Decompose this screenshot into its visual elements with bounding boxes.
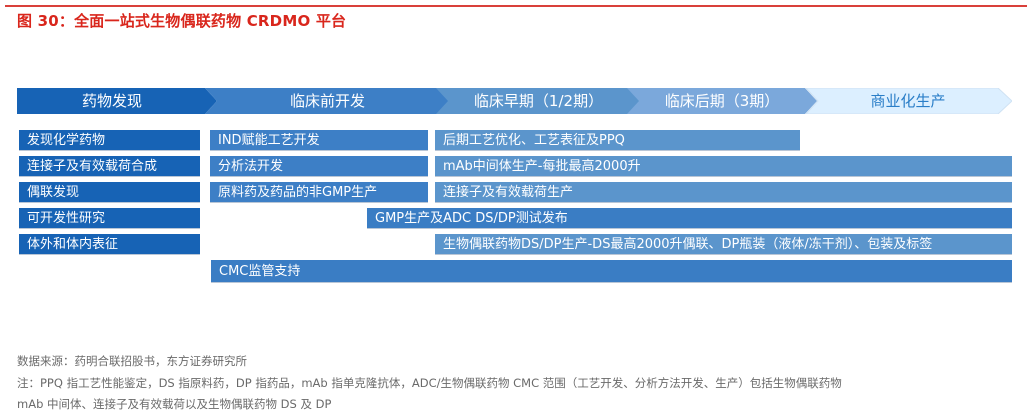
gmp-release-bar: GMP生产及ADC DS/DP测试发布 <box>367 208 1012 229</box>
chevron-shape-icon <box>806 88 1012 114</box>
discovery-item: 可开发性研究 <box>19 208 200 229</box>
preclinical-item: 原料药及药品的非GMP生产 <box>210 182 428 203</box>
clinical-item: mAb中间体生产-每批最高2000升 <box>435 156 1012 177</box>
stage-label: 药物发现 <box>81 92 142 110</box>
clinical-item: 连接子及有效载荷生产 <box>435 182 1012 203</box>
bioconjugate-production-bar: 生物偶联药物DS/DP生产-DS最高2000升偶联、DP瓶装（液体/冻干剂）、包… <box>435 234 1012 255</box>
discovery-item: 体外和体内表征 <box>19 234 200 255</box>
chevron-shape-icon <box>627 88 817 114</box>
preclinical-item: 分析法开发 <box>210 156 428 177</box>
discovery-item: 连接子及有效载荷合成 <box>19 156 200 177</box>
note-line-2: mAb 中间体、连接子及有效载荷以及生物偶联药物 DS 及 DP <box>17 397 332 411</box>
chevron-shape-icon <box>205 88 450 114</box>
figure-title: 图 30：全面一站式生物偶联药物 CRDMO 平台 <box>17 12 347 30</box>
discovery-item: 偶联发现 <box>19 182 200 203</box>
stage-label: 商业化生产 <box>870 92 946 110</box>
stage-preclinical: 临床前开发 <box>205 88 450 114</box>
stage-label: 临床后期（3期） <box>664 92 780 110</box>
preclinical-item: IND赋能工艺开发 <box>210 130 428 151</box>
stage-late-clinical: 临床后期（3期） <box>627 88 817 114</box>
clinical-item: 后期工艺优化、工艺表征及PPQ <box>435 130 800 151</box>
chevron-shape-icon <box>17 88 217 114</box>
stage-commercial: 商业化生产 <box>806 88 1012 114</box>
chevron-shape-icon <box>436 88 641 114</box>
stage-label: 临床早期（1/2期） <box>473 92 604 110</box>
stage-label: 临床前开发 <box>289 92 365 110</box>
top-divider <box>5 5 1027 7</box>
stage-early-clinical: 临床早期（1/2期） <box>436 88 641 114</box>
data-source: 数据来源：药明合联招股书，东方证券研究所 <box>17 354 247 368</box>
discovery-item: 发现化学药物 <box>19 130 200 151</box>
cmc-support-bar: CMC监管支持 <box>211 260 1012 283</box>
stage-drug-discovery: 药物发现 <box>17 88 217 114</box>
note-line-1: 注：PPQ 指工艺性能鉴定，DS 指原料药，DP 指药品，mAb 指单克隆抗体，… <box>17 376 842 390</box>
